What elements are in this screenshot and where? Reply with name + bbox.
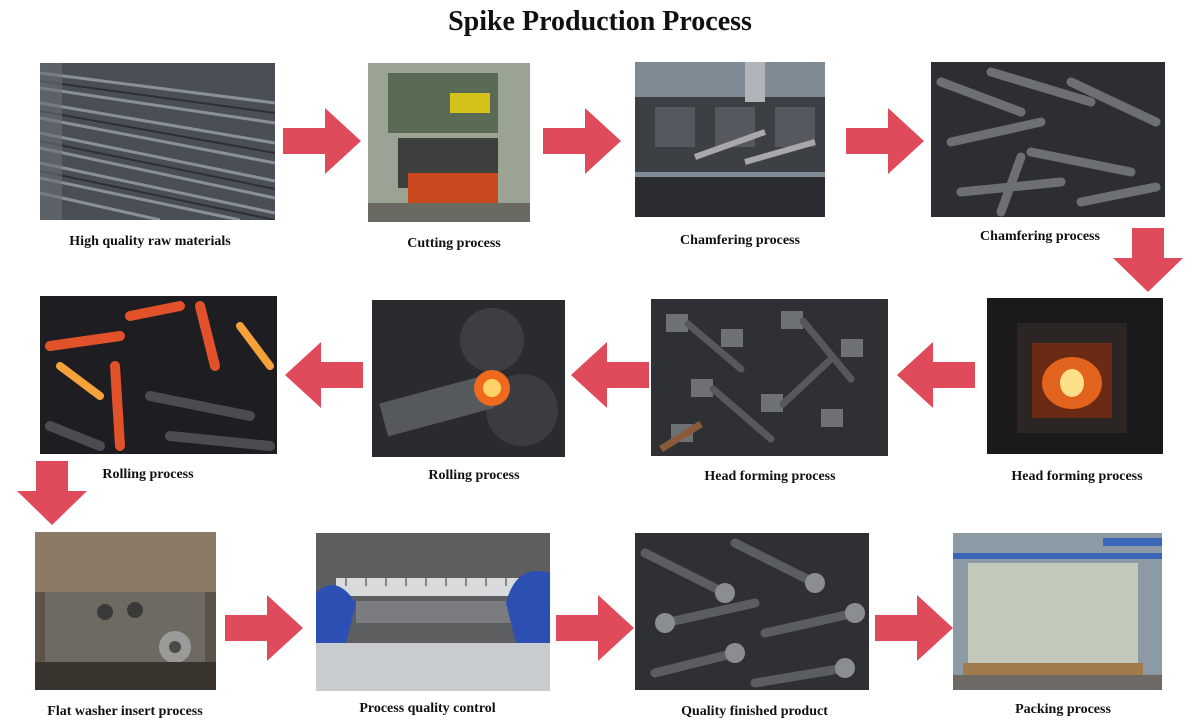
photo-packed-pallet	[953, 533, 1162, 690]
arrow-right-icon	[543, 108, 621, 174]
arrow-left-icon	[897, 342, 975, 408]
arrow-down-icon	[1113, 228, 1183, 292]
photo-hot-rolled-spikes	[40, 296, 277, 454]
arrow-right-icon	[846, 108, 924, 174]
photo-furnace	[987, 298, 1163, 454]
step-label-4: Chamfering process	[980, 229, 1100, 244]
photo-headed-spikes	[651, 299, 888, 456]
photo-ruler-inspection	[316, 533, 550, 691]
arrow-right-icon	[556, 595, 634, 661]
step-label-9: Flat washer insert process	[47, 704, 203, 719]
photo-steel-bars	[40, 63, 275, 220]
step-label-6: Head forming process	[704, 469, 836, 484]
step-label-10: Process quality control	[359, 701, 496, 716]
step-label-3: Chamfering process	[680, 233, 800, 248]
photo-chamfering-machine	[635, 62, 825, 217]
arrow-left-icon	[571, 342, 649, 408]
photo-washer-press	[35, 532, 216, 690]
step-label-1: High quality raw materials	[69, 234, 231, 249]
photo-cutting-machine	[368, 63, 530, 222]
step-label-12: Packing process	[1015, 702, 1111, 717]
diagram-title: Spike Production Process	[448, 6, 752, 37]
arrow-left-icon	[285, 342, 363, 408]
step-label-8: Rolling process	[102, 467, 194, 482]
photo-rolling-machine	[372, 300, 565, 457]
step-label-5: Head forming process	[1011, 469, 1143, 484]
arrow-down-icon	[17, 461, 87, 525]
step-label-2: Cutting process	[407, 236, 501, 251]
step-label-11: Quality finished product	[681, 704, 828, 719]
photo-finished-spikes	[635, 533, 869, 690]
step-label-7: Rolling process	[428, 468, 520, 483]
arrow-right-icon	[283, 108, 361, 174]
arrow-right-icon	[875, 595, 953, 661]
photo-chamfered-rods	[931, 62, 1165, 217]
arrow-right-icon	[225, 595, 303, 661]
